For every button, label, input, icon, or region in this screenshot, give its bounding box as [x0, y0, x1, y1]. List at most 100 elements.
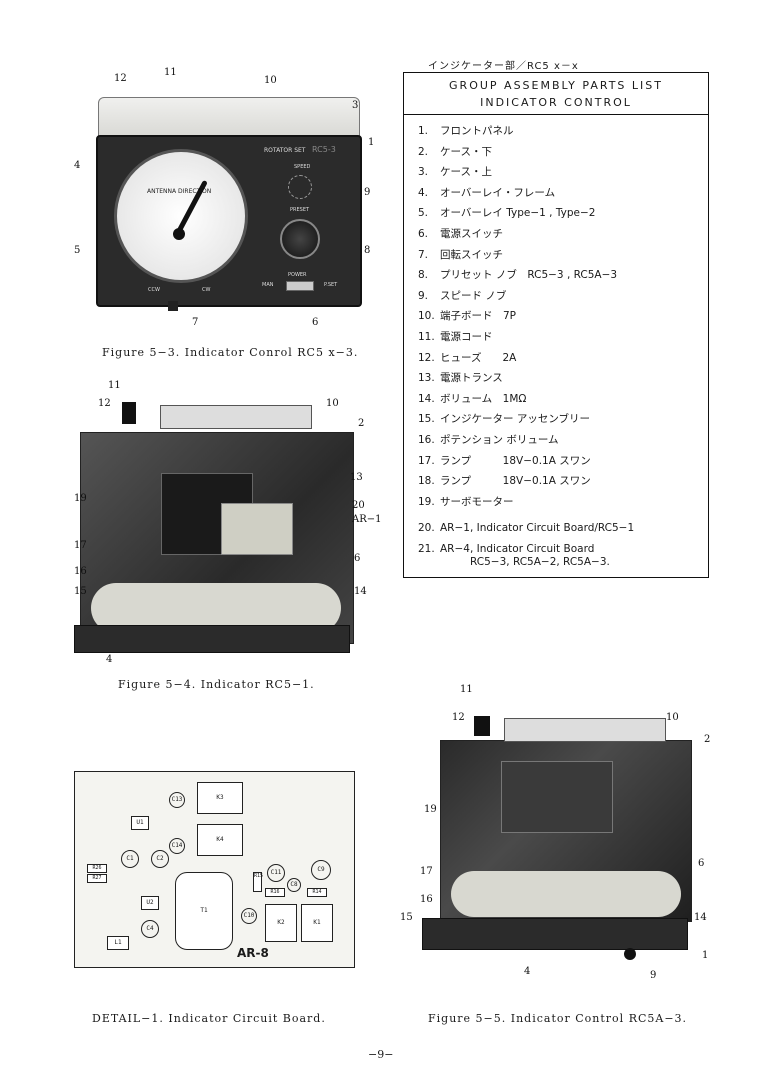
part-item: 4.オーバーレイ・フレーム: [418, 186, 556, 199]
cap-c14: C14: [169, 838, 185, 854]
part-item: 3.ケース・上: [418, 166, 492, 179]
callout-12: 12: [114, 73, 127, 84]
header-note: インジケーター部／RC5 x－x: [428, 61, 579, 72]
fig5-photo: [440, 740, 692, 922]
relay-k3: K3: [197, 782, 243, 814]
parts-list-header: GROUP ASSEMBLY PARTS LIST INDICATOR CONT…: [404, 73, 708, 115]
callout-4: 4: [74, 160, 81, 171]
cap-c10: C10: [241, 908, 257, 924]
fig5-callout-17: 17: [420, 866, 433, 877]
rotate-switch[interactable]: [168, 301, 178, 311]
cap-c2: C2: [151, 850, 169, 868]
fig5-terminal-board: [504, 718, 666, 742]
cap-c11: C11: [267, 864, 285, 882]
terminal-board: [160, 405, 312, 429]
power-switch[interactable]: [286, 281, 314, 291]
part-item: 2.ケース・下: [418, 145, 492, 158]
case-top: [98, 97, 360, 139]
fig4-callout-10: 10: [326, 398, 339, 409]
speed-label: SPEED: [294, 164, 311, 170]
dial-hub: [173, 228, 185, 240]
man-label: MAN: [262, 282, 274, 288]
part-item: 8.プリセット ノブ RC5−3 , RC5A−3: [418, 269, 618, 282]
fig5-knob[interactable]: [624, 948, 636, 960]
cap-c4: C4: [141, 920, 159, 938]
cap-c8: C8: [287, 878, 301, 892]
fig5-callout-10: 10: [666, 712, 679, 723]
parts-list: 1.フロントパネル 2.ケース・下 3.ケース・上 4.オーバーレイ・フレーム …: [404, 115, 708, 577]
callout-3: 3: [352, 100, 359, 111]
fig5-callout-2: 2: [704, 734, 711, 745]
board-label: AR-8: [237, 946, 269, 960]
figure-5-5: 11 12 10 2 19 6 17 16 15 14 1 4 9: [400, 680, 720, 981]
figure-5-3: ANTENNA DIRECTION ROTATOR SET RC5-3 SPEE…: [60, 65, 400, 340]
fig5-fuse: [474, 716, 490, 736]
ic-u2: U2: [141, 896, 159, 910]
pset-label: P.SET: [324, 282, 338, 288]
fig5-front: [422, 918, 688, 950]
front-panel: ANTENNA DIRECTION ROTATOR SET RC5-3 SPEE…: [96, 135, 362, 307]
parts-list-title: GROUP ASSEMBLY PARTS LIST: [449, 79, 663, 92]
callout-11: 11: [164, 67, 177, 78]
fig4-callout-ar1: AR−1: [352, 514, 382, 525]
fig4-callout-11: 11: [108, 380, 121, 391]
fig5-callout-11: 11: [460, 684, 473, 695]
fig5-callout-14: 14: [694, 912, 707, 923]
cap-c13: C13: [169, 792, 185, 808]
relay-k2: K2: [265, 904, 297, 942]
fig4-callout-13: 13: [350, 472, 363, 483]
callout-1: 1: [368, 137, 375, 148]
base-plate: [91, 583, 341, 633]
transformer-t1: T1: [175, 872, 233, 950]
model-label: RC5-3: [312, 145, 336, 154]
part-item: 10.端子ボード 7P: [418, 310, 517, 323]
fig4-callout-6: 6: [354, 553, 361, 564]
speed-knob[interactable]: [288, 175, 312, 199]
part-item: 12.ヒューズ 2A: [418, 351, 517, 364]
fig4-callout-20: 20: [352, 500, 365, 511]
fig4-photo: [80, 432, 354, 644]
dial-label: ANTENNA DIRECTION: [147, 188, 212, 195]
part-item: 7.回転スイッチ: [418, 248, 503, 261]
fig4-callout-12: 12: [98, 398, 111, 409]
part-item: 21.AR−4, Indicator Circuit Board RC5−3, …: [418, 542, 610, 568]
fig4-callout-14: 14: [354, 586, 367, 597]
fig4-callout-17: 17: [74, 540, 87, 551]
fig4-callout-2: 2: [358, 418, 365, 429]
part-item: 18.ランプ 18V−0.1A スワン: [418, 475, 591, 488]
callout-8: 8: [364, 245, 371, 256]
inductor-l1: L1: [107, 936, 129, 950]
detail-1-caption: DETAIL−1. Indicator Circuit Board.: [92, 1012, 326, 1025]
cw-label: CW: [202, 287, 211, 293]
resistor-r27: R27: [87, 874, 107, 883]
part-item: 15.インジケーター アッセンブリー: [418, 413, 591, 426]
antenna-dial: ANTENNA DIRECTION: [114, 149, 248, 283]
relay-k1: K1: [301, 904, 333, 942]
indicator-circuit-board: K3 K4 C13 C14 C1 C2 C11 C8 C9 C10 C4 T1 …: [74, 771, 355, 968]
ccw-label: CCW: [148, 287, 160, 293]
resistor-r16: R16: [265, 888, 285, 897]
callout-10: 10: [264, 75, 277, 86]
fig5-callout-6: 6: [698, 858, 705, 869]
part-item: 14.ボリューム 1MΩ: [418, 392, 527, 405]
fig4-callout-19: 19: [74, 493, 87, 504]
preset-knob[interactable]: [280, 219, 320, 259]
cap-c9: C9: [311, 860, 331, 880]
figure-5-4: 11 12 10 2 13 19 20 AR−1 17 16 6 15 14 4: [60, 380, 382, 665]
page-number: −9−: [368, 1048, 394, 1061]
preset-label: PRESET: [290, 207, 310, 213]
figure-5-3-caption: Figure 5−3. Indicator Conrol RC5 x−3.: [102, 346, 359, 359]
fig5-callout-1: 1: [702, 950, 709, 961]
callout-7: 7: [192, 317, 199, 328]
parts-list-subtitle: INDICATOR CONTROL: [480, 96, 632, 109]
callout-9: 9: [364, 187, 371, 198]
part-item: 16.ポテンション ボリューム: [418, 433, 559, 446]
fig4-callout-4: 4: [106, 654, 113, 665]
figure-5-5-caption: Figure 5−5. Indicator Control RC5A−3.: [428, 1012, 688, 1025]
fuse-holder: [122, 402, 136, 424]
ic-u1: U1: [131, 816, 149, 830]
part-item: 5.オーバーレイ Type−1 , Type−2: [418, 207, 596, 220]
resistor-r15: R15: [253, 872, 263, 892]
part-item: 11.電源コード: [418, 330, 493, 343]
resistor-r14: R14: [307, 888, 327, 897]
